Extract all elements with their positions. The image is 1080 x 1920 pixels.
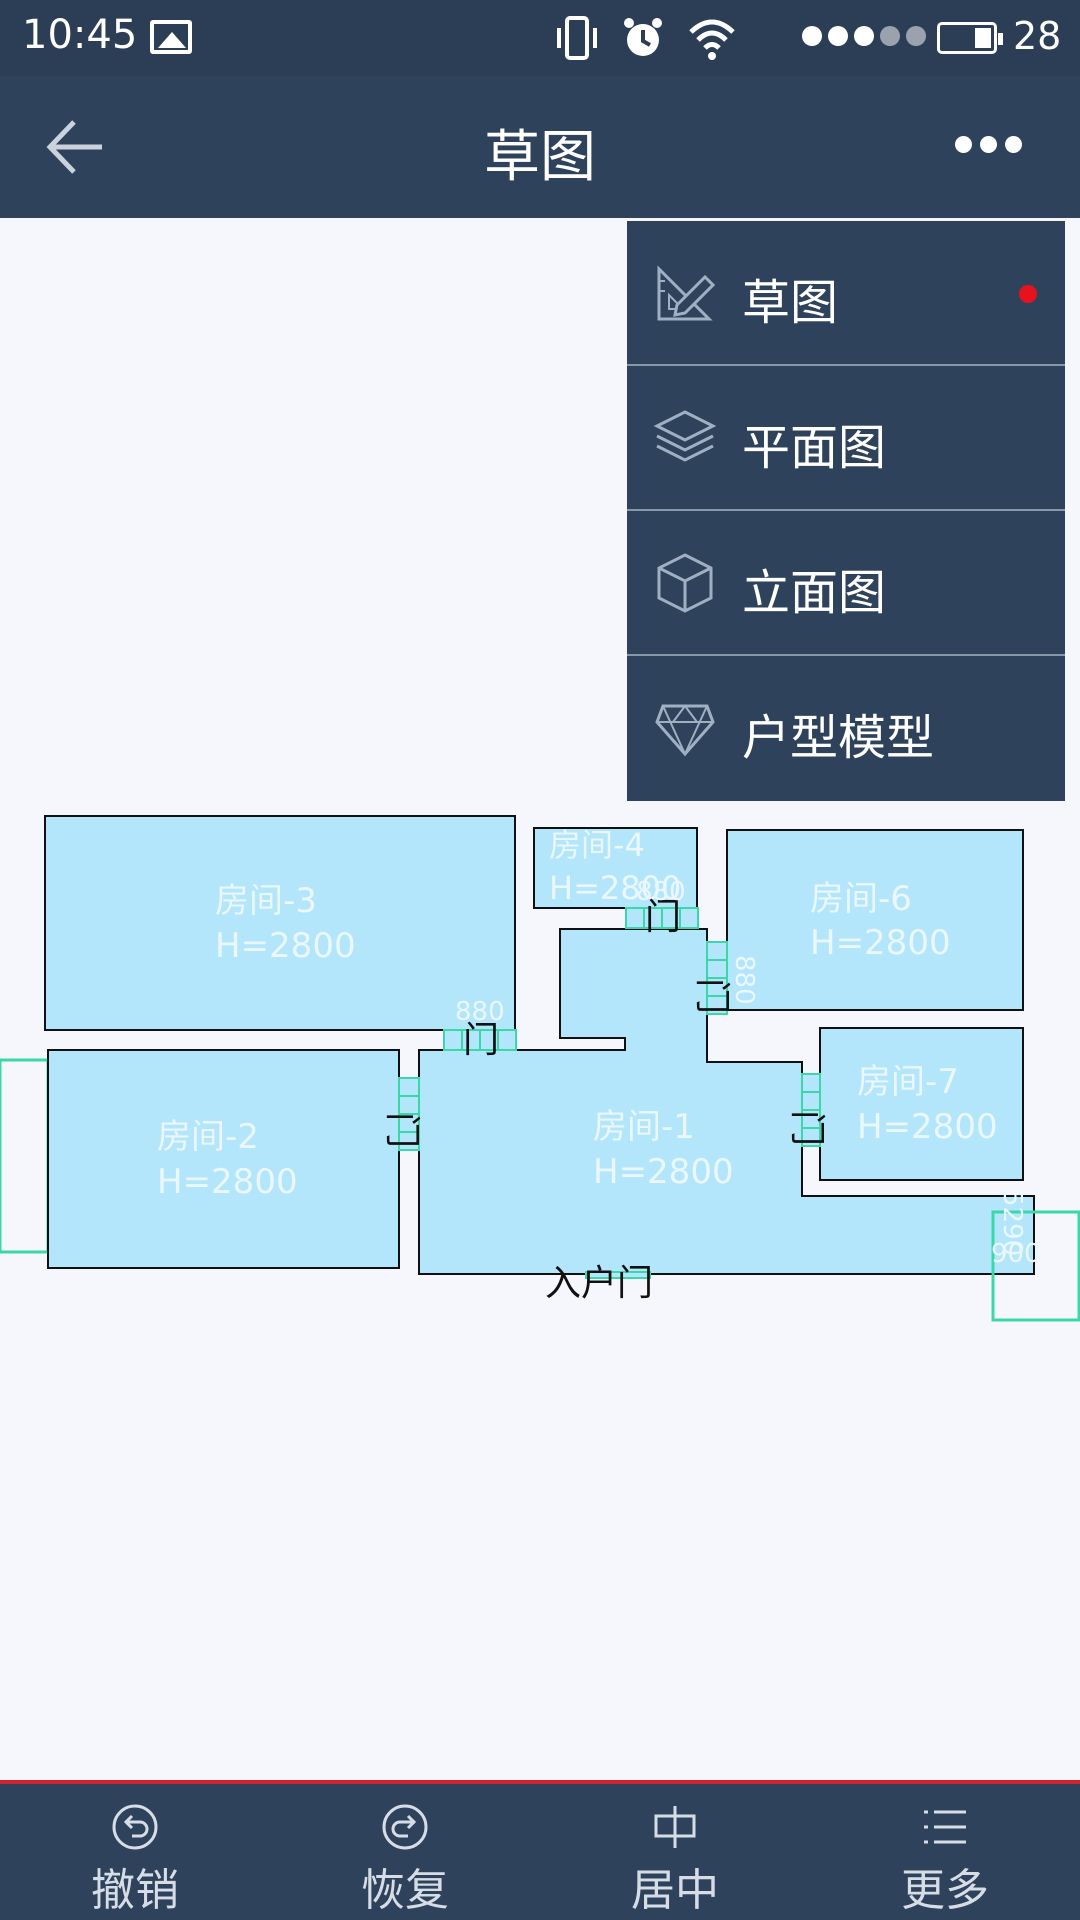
svg-text:5290: 5290 (997, 1190, 1027, 1256)
room-name: 房间-1 (593, 1107, 695, 1147)
svg-text:门: 门 (691, 978, 732, 1014)
cube-icon (657, 553, 713, 613)
status-bar: 10:45 28 (0, 0, 1080, 76)
menu-item-label: 草图 (742, 275, 839, 331)
menu-item-floor-plan[interactable]: 平面图 (627, 366, 1065, 511)
page-title: 草图 (484, 125, 596, 190)
center-icon (654, 1806, 696, 1848)
image-notification-icon (150, 20, 192, 54)
battery-level: 28 (1013, 14, 1062, 58)
room-7[interactable]: 房间-7 H=2800 (819, 1027, 1024, 1181)
back-arrow-icon[interactable] (40, 112, 110, 182)
undo-button[interactable]: 撤销 (0, 1784, 270, 1920)
door-labels: 门 门 门 门 门 入户门 (381, 897, 827, 1304)
wifi-icon (689, 19, 735, 60)
title-bar: 草图 (0, 76, 1080, 218)
list-icon (924, 1810, 966, 1844)
battery-icon (937, 22, 1003, 54)
svg-text:门: 门 (786, 1110, 827, 1146)
menu-item-label: 立面图 (742, 565, 887, 621)
svg-text:880: 880 (455, 997, 505, 1027)
room-name: 房间-4 (549, 826, 645, 864)
room-height: H=2800 (857, 1107, 998, 1147)
entrance-door-label: 入户门 (545, 1263, 653, 1304)
center-button[interactable]: 居中 (540, 1784, 810, 1920)
status-time: 10:45 (22, 12, 138, 58)
toolbar-label: 居中 (631, 1865, 719, 1916)
room-name: 房间-6 (810, 879, 912, 919)
vibrate-icon (557, 16, 597, 60)
toolbar-label: 恢复 (361, 1865, 449, 1916)
signal-strength-icon (802, 26, 926, 46)
svg-text:门: 门 (381, 1112, 422, 1148)
room-height: H=2800 (593, 1152, 734, 1192)
room-height: H=2800 (810, 923, 951, 963)
menu-item-elevation[interactable]: 立面图 (627, 511, 1065, 656)
wireframe-model-icon (655, 704, 715, 757)
undo-icon (112, 1804, 158, 1850)
room-6[interactable]: 房间-6 H=2800 (726, 829, 1024, 1011)
menu-item-house-model[interactable]: 户型模型 (627, 656, 1065, 801)
toolbar-label: 撤销 (91, 1865, 179, 1916)
status-icons (555, 14, 737, 62)
sketch-canvas[interactable]: 房间-3 H=2800 房间-4 H=2800 房间-6 H=2800 房间-2… (0, 218, 1080, 1780)
room-height: H=2800 (215, 926, 356, 966)
balcony-outline (991, 1210, 1080, 1322)
dimension-labels: 880 880 880 5290 900 (455, 877, 1041, 1269)
door-markers (398, 907, 821, 1279)
svg-text:880: 880 (636, 877, 686, 907)
bottom-toolbar: 撤销 恢复 居中 更多 (0, 1780, 1080, 1920)
view-mode-menu: 草图 平面图 立面图 户型模型 (627, 221, 1065, 801)
more-options-icon[interactable] (955, 136, 1022, 153)
room-3[interactable]: 房间-3 H=2800 (44, 815, 516, 1031)
redo-icon (382, 1804, 428, 1850)
svg-text:880: 880 (729, 955, 759, 1005)
layers-icon (653, 410, 717, 462)
redo-button[interactable]: 恢复 (270, 1784, 540, 1920)
room-name: 房间-7 (857, 1062, 959, 1102)
room-4[interactable]: 房间-4 H=2800 (533, 826, 698, 909)
menu-item-label: 平面图 (742, 420, 887, 476)
room-name: 房间-2 (157, 1117, 259, 1157)
toolbar-label: 更多 (901, 1865, 989, 1916)
room-name: 房间-3 (215, 881, 317, 921)
more-button[interactable]: 更多 (810, 1784, 1080, 1920)
alarm-icon (624, 18, 662, 56)
svg-text:900: 900 (991, 1239, 1041, 1269)
room-height: H=2800 (157, 1162, 298, 1202)
ruler-pencil-icon (657, 265, 716, 321)
room-height: H=2800 (549, 869, 681, 907)
selected-indicator-dot (1019, 285, 1037, 303)
svg-text:门: 门 (645, 897, 681, 938)
svg-text:门: 门 (463, 1020, 499, 1061)
menu-item-sketch[interactable]: 草图 (627, 221, 1065, 366)
room-1[interactable]: 房间-1 H=2800 (418, 928, 1035, 1275)
menu-item-label: 户型模型 (742, 710, 935, 766)
room-2[interactable]: 房间-2 H=2800 (0, 1049, 400, 1269)
